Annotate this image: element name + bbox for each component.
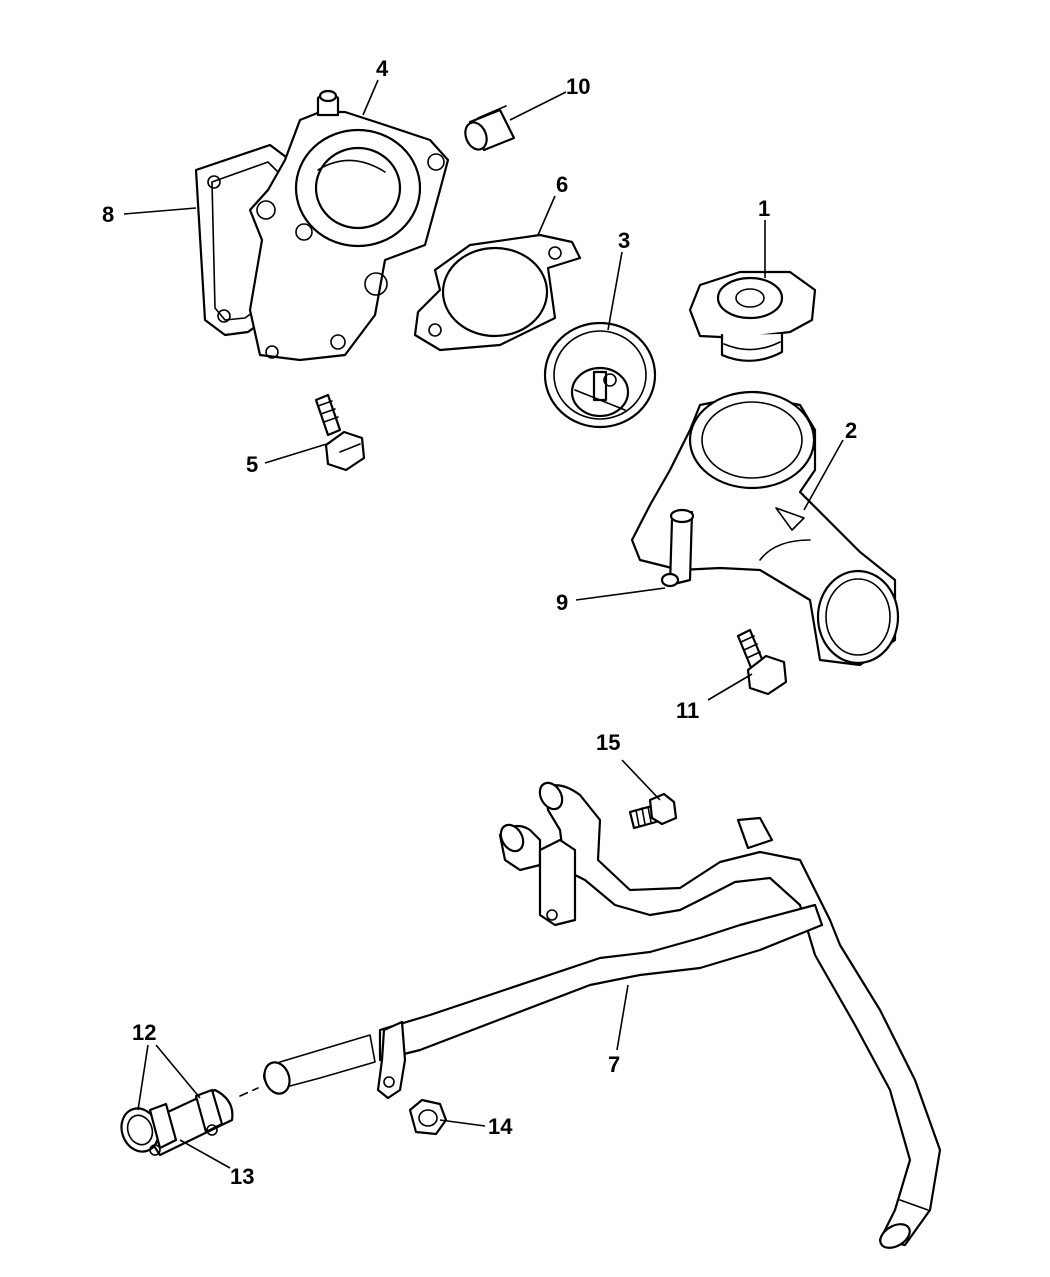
callout-13: 13 [230, 1164, 254, 1189]
leader-lines [123, 79, 844, 1169]
callout-10: 10 [566, 74, 590, 99]
part-7-tube [262, 781, 942, 1249]
callout-15: 15 [596, 730, 620, 755]
callout-6: 6 [556, 172, 568, 197]
callout-12: 12 [132, 1020, 156, 1045]
part-10-sleeve [464, 105, 516, 152]
callout-8: 8 [102, 202, 114, 227]
callout-3: 3 [618, 228, 630, 253]
callout-14: 14 [488, 1114, 513, 1139]
callout-9: 9 [556, 590, 568, 615]
callout-7: 7 [608, 1052, 620, 1077]
callout-2: 2 [845, 418, 857, 443]
callout-1: 1 [758, 196, 770, 221]
part-12-13-hose [120, 1087, 259, 1157]
part-4-housing [248, 89, 450, 362]
part-15-bolt [628, 792, 678, 830]
callout-5: 5 [246, 452, 258, 477]
callout-4: 4 [376, 56, 389, 81]
part-11-bolt [736, 628, 788, 696]
part-3-thermostat [543, 321, 657, 429]
part-2-outlet [630, 390, 900, 667]
part-14-nut [408, 1098, 448, 1136]
part-6-gasket [413, 233, 582, 352]
part-1-cap [688, 270, 817, 362]
callouts: 1 2 3 4 5 6 7 8 9 10 11 12 13 14 15 [102, 56, 857, 1189]
callout-11: 11 [676, 698, 699, 723]
part-5-bolt [314, 393, 366, 472]
